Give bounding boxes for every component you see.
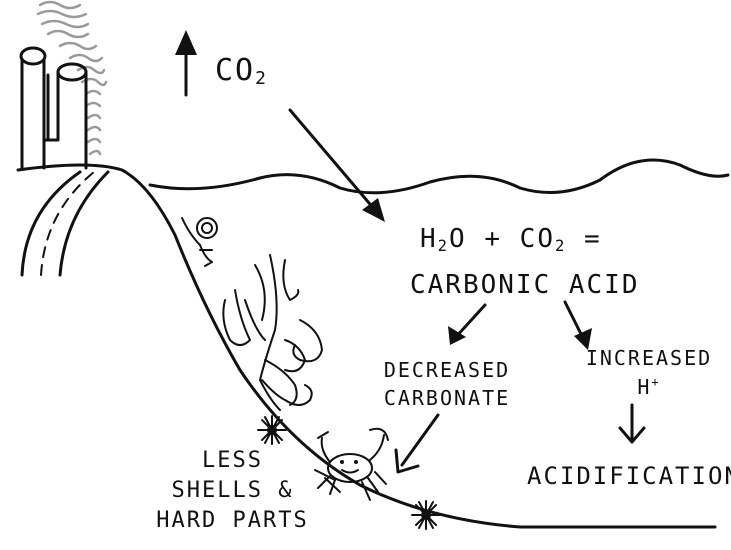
increased-line-1: INCREASED: [585, 346, 713, 370]
decreased-line-1: DECREASED: [383, 358, 511, 382]
arrow-to-acidification: [618, 403, 646, 444]
co2-label: CO2: [215, 53, 268, 89]
increased-h-plus-label: INCREASED H+: [578, 348, 720, 397]
smoke-plume: [36, 0, 108, 156]
crab: [317, 427, 389, 501]
decreased-carbonate-label: DECREASED CARBONATE: [362, 360, 532, 408]
co2-release-arrow: [175, 30, 197, 97]
equation-label: H2O + CO2 =: [420, 224, 602, 255]
factory-smokestacks: [19, 46, 88, 170]
increased-line-2: H+: [637, 375, 661, 399]
ocean-surface: [148, 158, 730, 195]
snail: [181, 217, 218, 267]
arrow-to-crab: [394, 413, 440, 474]
sea-urchin-lower: [411, 500, 441, 530]
acidification-label: ACIDIFICATION: [527, 462, 731, 490]
seafloor-slope: [16, 163, 717, 529]
less-shells-label: LESS SHELLS & HARD PARTS: [145, 450, 320, 532]
sea-urchin-upper: [257, 415, 287, 445]
decreased-line-2: CARBONATE: [383, 386, 511, 410]
arrow-to-increased-h-plus: [563, 300, 592, 350]
coral: [222, 254, 323, 411]
co2-absorption-arrow: [288, 108, 385, 222]
slope-marks: [314, 469, 341, 493]
arrow-to-decreased-carbonate: [448, 303, 487, 345]
less-line-2: SHELLS &: [171, 478, 294, 503]
carbonic-acid-label: CARBONIC ACID: [410, 270, 640, 300]
less-line-3: HARD PARTS: [156, 508, 309, 533]
less-line-1: LESS: [202, 448, 263, 473]
road: [20, 170, 110, 277]
